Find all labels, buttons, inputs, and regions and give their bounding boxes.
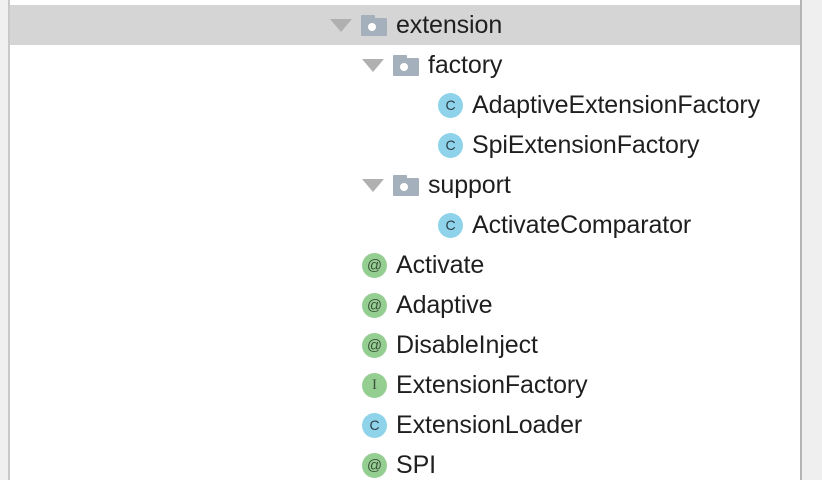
tree-row[interactable]: I ExtensionFactory (10, 365, 800, 405)
chevron-down-icon[interactable] (362, 58, 384, 72)
tree-row-label: SpiExtensionFactory (472, 130, 700, 159)
tree-row-label: factory (428, 50, 503, 79)
left-gutter (0, 0, 8, 480)
class-icon: C (362, 412, 387, 438)
class-icon: C (438, 92, 463, 118)
tree-row-label: extension (396, 10, 503, 39)
tree-row-label: DisableInject (396, 330, 538, 359)
tree-row-label: ActivateComparator (472, 210, 692, 239)
annotation-icon: @ (362, 452, 387, 478)
interface-icon: I (362, 372, 387, 398)
folder-icon (393, 174, 419, 196)
tree-row[interactable]: C AdaptiveExtensionFactory (10, 85, 800, 125)
tree-row-label: SPI (396, 450, 436, 479)
class-icon: C (438, 212, 463, 238)
right-panel-border (800, 0, 802, 480)
tree-row[interactable]: factory (10, 45, 800, 85)
tree-row[interactable]: extension (10, 5, 800, 45)
tree-row-label: Adaptive (396, 290, 493, 319)
class-icon: C (438, 132, 463, 158)
annotation-icon: @ (362, 292, 387, 318)
chevron-down-icon[interactable] (330, 18, 352, 32)
vertical-scrollbar-track[interactable] (802, 0, 822, 480)
tree-row[interactable]: C ActivateComparator (10, 205, 800, 245)
folder-icon (361, 14, 387, 36)
annotation-icon: @ (362, 252, 387, 278)
annotation-icon: @ (362, 332, 387, 358)
tree-row[interactable]: C SpiExtensionFactory (10, 125, 800, 165)
tree-row-label: Activate (396, 250, 485, 279)
tree-row[interactable]: @ SPI (10, 445, 800, 480)
tree-row-label: AdaptiveExtensionFactory (472, 90, 761, 119)
tree-row[interactable]: @ Adaptive (10, 285, 800, 325)
tree-row-label: ExtensionLoader (396, 410, 583, 439)
tree-row[interactable]: @ DisableInject (10, 325, 800, 365)
tree-row[interactable]: @ Activate (10, 245, 800, 285)
folder-icon (393, 54, 419, 76)
chevron-down-icon[interactable] (362, 178, 384, 192)
left-panel-border (8, 0, 10, 480)
tree-row[interactable]: C ExtensionLoader (10, 405, 800, 445)
tree-row-label: ExtensionFactory (396, 370, 588, 399)
tree-row[interactable]: support (10, 165, 800, 205)
tree-row-label: support (428, 170, 511, 199)
